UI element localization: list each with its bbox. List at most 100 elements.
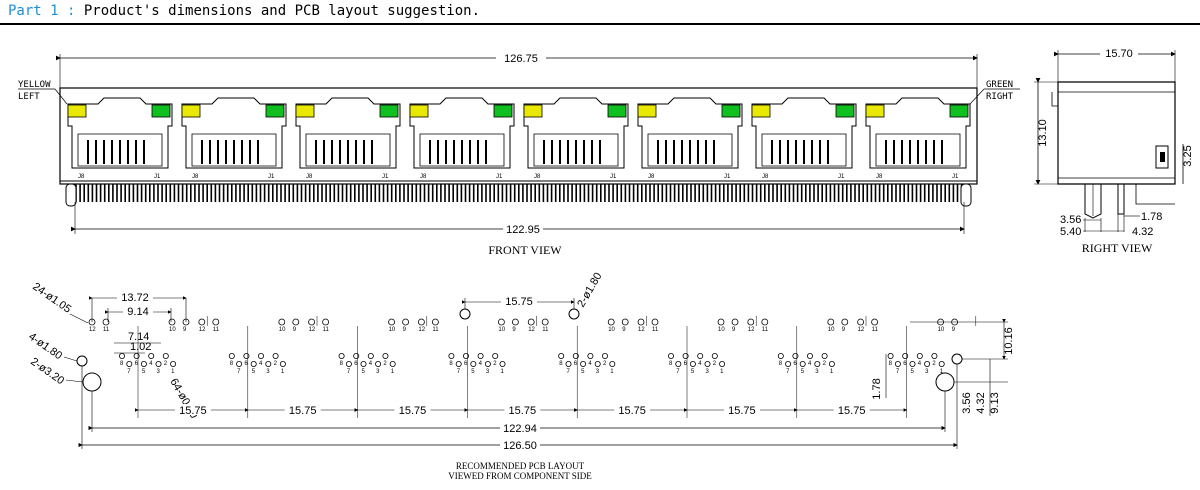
port-hole xyxy=(675,360,682,367)
port-pin-number: 7 xyxy=(896,369,900,375)
led-hole xyxy=(857,318,864,326)
port-outline xyxy=(409,97,515,169)
port-hole xyxy=(367,352,374,359)
port-hole xyxy=(499,360,506,367)
right-shield-foot xyxy=(1135,184,1175,205)
led-pin-number: 9 xyxy=(293,327,297,333)
led-hole xyxy=(308,318,316,326)
port-opening xyxy=(419,133,505,167)
led-hole xyxy=(431,318,439,326)
pitch-dim-bg xyxy=(504,404,541,415)
front-post-left xyxy=(65,183,77,207)
port-outline xyxy=(637,97,743,169)
dim-12294: 122.94 xyxy=(503,423,537,435)
dim-914: 9.14 xyxy=(127,306,148,318)
hole-24-callout: 24-ø1.05 xyxy=(30,281,73,316)
port-pin-number: 3 xyxy=(376,369,380,375)
port-hole xyxy=(126,360,133,367)
port-pin-number: 1 xyxy=(830,369,834,375)
pitch-dim-label: 15.75 xyxy=(838,405,866,417)
led-hole xyxy=(168,318,176,326)
port-pin-number: 3 xyxy=(925,369,929,375)
port-hole xyxy=(492,352,499,359)
led-green xyxy=(265,104,285,118)
right-dim-356: 3.56 xyxy=(1060,214,1081,226)
port-pin-number: 2 xyxy=(383,361,387,367)
led-pin-number: 10 xyxy=(828,327,835,333)
port-hole xyxy=(814,360,821,367)
port-pin-number: 2 xyxy=(164,361,168,367)
port-hole xyxy=(668,352,675,359)
port-hole xyxy=(704,360,711,367)
port-pin-number: 8 xyxy=(889,361,893,367)
led-hole xyxy=(388,318,396,326)
led-hole xyxy=(212,318,220,326)
led-pin-number: 10 xyxy=(389,327,396,333)
port-hole xyxy=(375,360,382,367)
right-height-dim: 13.10 xyxy=(1037,119,1049,147)
led-pin-number: 9 xyxy=(732,327,736,333)
port-opening xyxy=(305,133,391,167)
port-label-j1: J1 xyxy=(382,174,389,180)
dim-mid-pitch: 15.75 xyxy=(505,296,533,308)
port-hole xyxy=(279,360,286,367)
port-hole xyxy=(558,352,565,359)
front-pins xyxy=(65,183,972,207)
port-pin-number: 1 xyxy=(940,369,944,375)
port-pin-number: 2 xyxy=(603,361,607,367)
led-pin-number: 11 xyxy=(103,327,110,333)
led-hole xyxy=(841,318,849,326)
hole-4-callout: 4-ø1.80 xyxy=(26,331,64,363)
port-opening xyxy=(761,133,847,167)
port-hole xyxy=(257,352,264,359)
port-hole xyxy=(792,352,799,359)
dim-914-bg xyxy=(123,306,153,316)
port-pin-number: 4 xyxy=(588,361,592,367)
dim-12650-bg xyxy=(500,439,540,450)
port-hole xyxy=(265,360,272,367)
pitch-dim-label: 15.75 xyxy=(289,405,317,417)
led-green xyxy=(493,104,513,118)
led-green xyxy=(607,104,627,118)
port-hole xyxy=(609,360,616,367)
port-pin-number: 2 xyxy=(932,361,936,367)
led-pin-number: 11 xyxy=(213,327,220,333)
port-pin-number: 8 xyxy=(669,361,673,367)
right-depth-dim: 15.70 xyxy=(1105,48,1133,60)
port-hole xyxy=(119,352,126,359)
port-label-j8: J8 xyxy=(648,174,655,180)
port-hole xyxy=(602,352,609,359)
right-view-caption: RIGHT VIEW xyxy=(1082,241,1153,255)
dim-178: 1.78 xyxy=(871,378,883,399)
port-hole xyxy=(243,352,250,359)
port-pin-number: 5 xyxy=(362,369,366,375)
port-hole xyxy=(807,352,814,359)
shield-hole-mid-b xyxy=(568,308,580,320)
port-outline xyxy=(295,97,401,169)
port-hole xyxy=(894,360,901,367)
port-pin-number: 3 xyxy=(815,369,819,375)
shield-hole-left xyxy=(76,355,88,367)
hole-4-leader xyxy=(63,356,78,362)
led-pin-number: 9 xyxy=(403,327,407,333)
port-hole xyxy=(250,360,257,367)
port-pin-number: 8 xyxy=(230,361,234,367)
dim-356: 3.56 xyxy=(961,392,973,413)
right-latch-detail xyxy=(1160,152,1165,162)
port-label-j1: J1 xyxy=(838,174,845,180)
port-hole xyxy=(828,360,835,367)
port-hole xyxy=(799,360,806,367)
header-rule xyxy=(0,23,1200,25)
port-pin-number: 4 xyxy=(149,361,153,367)
port-hole xyxy=(887,352,894,359)
port-pin-number: 5 xyxy=(471,369,475,375)
port-hole xyxy=(389,360,396,367)
pitch-dim-bg xyxy=(284,404,321,415)
port-outline xyxy=(523,97,629,169)
